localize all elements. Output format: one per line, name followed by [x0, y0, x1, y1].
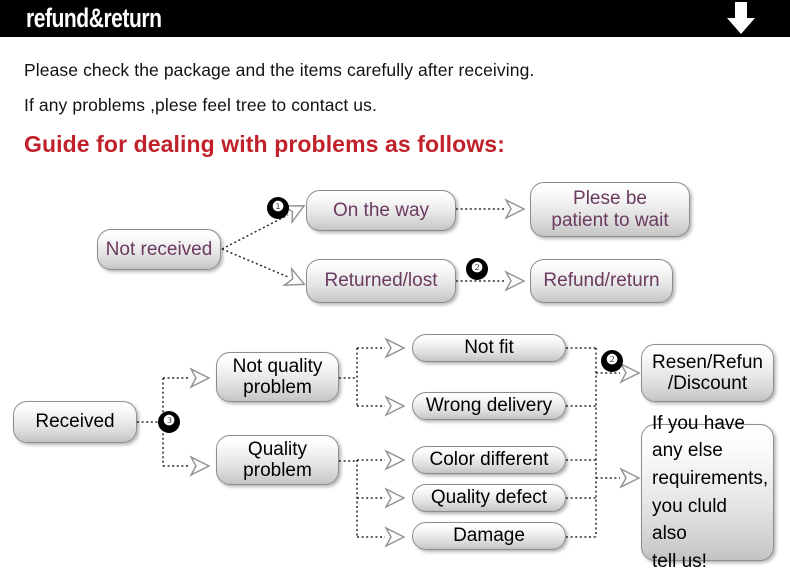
- box-refund-return[interactable]: Refund/return: [530, 259, 673, 303]
- badge-step-2-top: ❷: [466, 258, 488, 280]
- box-note-line3: requirements,: [652, 467, 769, 489]
- box-note-requirements[interactable]: If you have any else requirements, you c…: [641, 413, 774, 572]
- header-bar: [0, 0, 790, 37]
- box-note-line4: you cluld also: [652, 495, 727, 545]
- guide-heading: Guide for dealing with problems as follo…: [24, 131, 505, 157]
- box-quality-problem[interactable]: Quality problem: [216, 435, 339, 485]
- intro-line-1: Please check the package and the items c…: [24, 60, 535, 80]
- box-not-quality-problem-line1: Not quality: [232, 355, 323, 377]
- arrow-down-icon: [727, 2, 755, 34]
- box-please-be-patient-line2: patient to wait: [551, 209, 669, 231]
- box-outcome-line1: Resen/Refun: [652, 351, 763, 373]
- page-title: refund&return: [26, 3, 162, 33]
- box-outcome-line2: /Discount: [667, 373, 748, 394]
- badge-step-1: ❶: [267, 197, 289, 219]
- box-returned-lost[interactable]: Returned/lost: [306, 259, 456, 303]
- box-not-received[interactable]: Not received: [97, 229, 221, 270]
- intro-line-2: If any problems ,plese feel tree to cont…: [24, 95, 377, 115]
- box-outcome-resend-refund-discount[interactable]: Resen/Refun /Discount: [641, 344, 774, 402]
- box-quality-problem-line1: Quality: [247, 438, 308, 460]
- box-not-quality-problem-line2: problem: [243, 377, 312, 398]
- box-on-the-way[interactable]: On the way: [306, 190, 456, 231]
- box-note-line2: any else: [652, 440, 723, 462]
- box-issue-color-different[interactable]: Color different: [412, 446, 566, 474]
- badge-step-2-bottom: ❷: [601, 350, 623, 372]
- box-quality-problem-line2: problem: [243, 460, 312, 481]
- box-issue-damage[interactable]: Damage: [412, 522, 566, 550]
- box-note-line5: tell us!: [652, 550, 707, 572]
- badge-step-3: ❸: [158, 411, 180, 433]
- box-received[interactable]: Received: [13, 401, 137, 443]
- box-issue-quality-defect[interactable]: Quality defect: [412, 484, 566, 512]
- box-please-be-patient[interactable]: Plese be patient to wait: [530, 182, 690, 237]
- box-issue-wrong-delivery[interactable]: Wrong delivery: [412, 392, 566, 420]
- box-note-line1: If you have: [652, 412, 745, 434]
- box-not-quality-problem[interactable]: Not quality problem: [216, 352, 339, 402]
- box-please-be-patient-line1: Plese be: [573, 188, 647, 210]
- box-issue-not-fit[interactable]: Not fit: [412, 334, 566, 362]
